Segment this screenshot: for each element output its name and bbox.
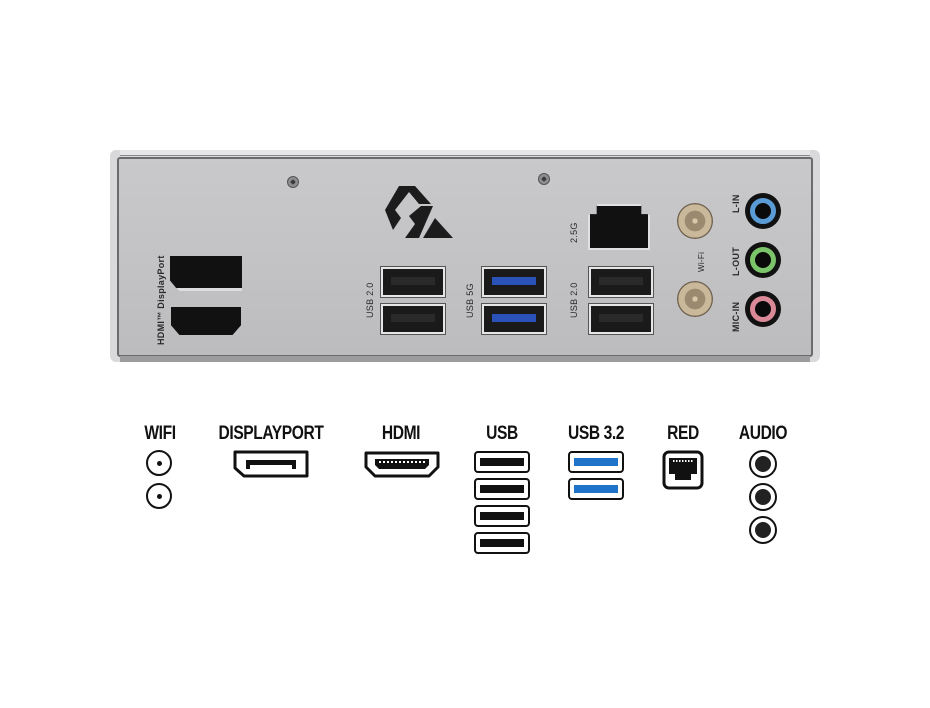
usb20-port bbox=[589, 304, 653, 334]
wifi-antenna-connector bbox=[677, 203, 713, 239]
hdmi-displayport-label: HDMI™ DisplayPort bbox=[156, 255, 166, 345]
wifi-antenna-icon bbox=[146, 450, 172, 476]
brand-logo-icon bbox=[385, 186, 453, 238]
displayport-icon bbox=[233, 450, 309, 478]
mic-in-label: MIC-IN bbox=[731, 301, 741, 332]
usb32-port-icon bbox=[568, 478, 624, 500]
legend-wifi-title: WIFI bbox=[144, 423, 176, 444]
io-shield-top-edge bbox=[120, 150, 810, 156]
line-out-label: L-OUT bbox=[731, 247, 741, 276]
ethernet-port bbox=[588, 204, 650, 250]
lan-speed-label: 2.5G bbox=[569, 222, 579, 243]
usb-port-icon bbox=[474, 532, 530, 554]
usb-port-icon bbox=[474, 505, 530, 527]
usb20-port bbox=[381, 304, 445, 334]
mic-in-jack bbox=[745, 291, 781, 327]
hdmi-port bbox=[171, 307, 241, 335]
legend-displayport-title: DISPLAYPORT bbox=[218, 423, 324, 444]
legend-usb-title: USB bbox=[486, 423, 518, 444]
wifi-antenna-connector bbox=[677, 281, 713, 317]
audio-jack-icon bbox=[749, 483, 777, 511]
usb-port-icon bbox=[474, 478, 530, 500]
line-out-jack bbox=[745, 242, 781, 278]
wifi-label: Wi-Fi bbox=[697, 251, 706, 272]
legend-usb32-title: USB 3.2 bbox=[567, 423, 625, 444]
hdmi-icon bbox=[364, 451, 440, 478]
line-in-label: L-IN bbox=[731, 194, 741, 213]
usb32-port-icon bbox=[568, 451, 624, 473]
usb20-port bbox=[381, 267, 445, 297]
io-shield-bottom-edge bbox=[120, 356, 810, 362]
legend-red-title: RED bbox=[667, 423, 699, 444]
usb20-left-label: USB 2.0 bbox=[365, 282, 375, 318]
displayport-port bbox=[170, 256, 242, 291]
ethernet-icon bbox=[662, 450, 704, 490]
screw-icon bbox=[287, 176, 299, 188]
usb5g-port bbox=[482, 267, 546, 297]
wifi-antenna-icon bbox=[146, 483, 172, 509]
usb5g-port bbox=[482, 304, 546, 334]
line-in-jack bbox=[745, 193, 781, 229]
usb20-right-label: USB 2.0 bbox=[569, 282, 579, 318]
usb-port-icon bbox=[474, 451, 530, 473]
audio-jack-icon bbox=[749, 516, 777, 544]
legend-audio-title: AUDIO bbox=[738, 423, 788, 444]
legend-hdmi-title: HDMI bbox=[381, 423, 421, 444]
usb5g-label: USB 5G bbox=[465, 283, 475, 318]
screw-icon bbox=[538, 173, 550, 185]
usb20-port bbox=[589, 267, 653, 297]
audio-jack-icon bbox=[749, 450, 777, 478]
